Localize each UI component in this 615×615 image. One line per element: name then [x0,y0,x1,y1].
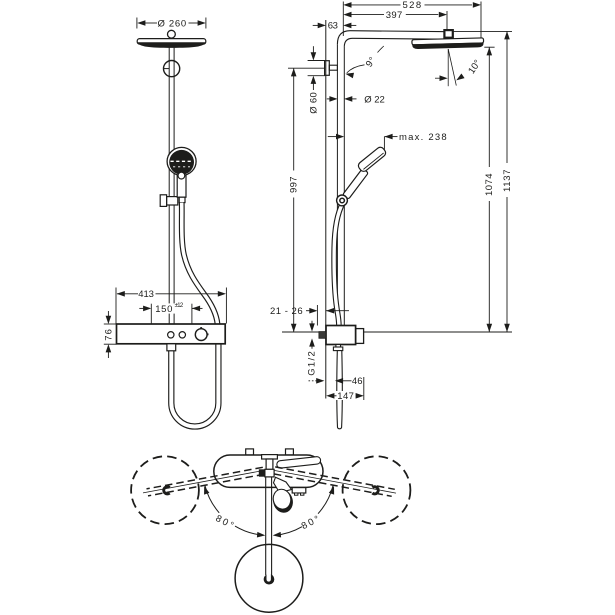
svg-text:Ø 22: Ø 22 [364,94,386,105]
svg-text:46: 46 [352,376,364,387]
svg-text:21 - 26: 21 - 26 [270,306,304,317]
svg-text:397: 397 [386,10,404,21]
svg-text:528: 528 [403,0,423,11]
svg-text:1074: 1074 [484,172,495,196]
svg-text:Ø 60: Ø 60 [308,91,319,114]
svg-text:max. 238: max. 238 [399,132,448,143]
svg-text:Ø 260: Ø 260 [158,18,188,29]
svg-text:±12: ±12 [175,302,184,309]
svg-text:9°: 9° [364,54,379,69]
svg-text:1137: 1137 [502,168,513,192]
svg-text:150: 150 [155,304,174,315]
svg-text:413: 413 [138,289,155,300]
svg-text:63: 63 [328,21,340,32]
svg-text:76: 76 [103,328,114,341]
svg-text:G1/2: G1/2 [307,350,318,376]
svg-text:997: 997 [289,175,300,193]
svg-text:147: 147 [337,391,355,402]
